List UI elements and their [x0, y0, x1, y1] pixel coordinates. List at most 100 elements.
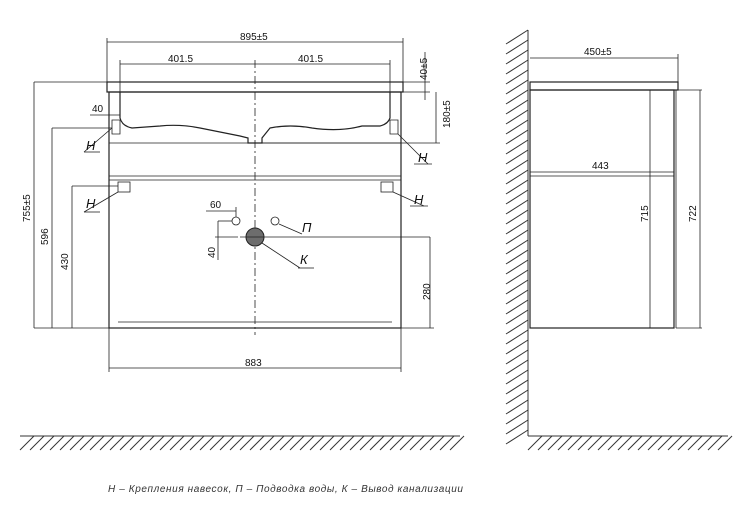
hatch-line: [505, 269, 529, 285]
hatch-line: [505, 149, 529, 165]
hatch-line: [505, 239, 529, 255]
hatch-line: [169, 435, 185, 451]
hatch-line: [505, 289, 529, 305]
hatch-line: [505, 389, 529, 405]
hatch-line: [505, 379, 529, 395]
hatch-line: [505, 129, 529, 145]
hatch-line: [505, 299, 529, 315]
hatch-line: [409, 435, 425, 451]
hatch-line: [707, 435, 723, 451]
hatch-line: [527, 435, 543, 451]
hatch-line: [379, 435, 395, 451]
dim-body-width: 883: [245, 358, 262, 369]
hatch-line: [687, 435, 703, 451]
hatch-line: [29, 435, 45, 451]
hatch-line: [139, 435, 155, 451]
hatch-line: [505, 429, 529, 445]
hatch-line: [505, 279, 529, 295]
hatch-line: [505, 179, 529, 195]
hatch-line: [505, 49, 529, 65]
hatch-line: [39, 435, 55, 451]
hatch-line: [617, 435, 633, 451]
hatch-line: [129, 435, 145, 451]
hatch-line: [449, 435, 465, 451]
front-view: 895±5 401.5 401.5 40±5 180±5 40 755±5 59…: [19, 32, 465, 451]
hatch-line: [289, 435, 305, 451]
hatch-line: [505, 109, 529, 125]
hatch-line: [389, 435, 405, 451]
dim-basin-left: 401.5: [168, 54, 193, 65]
hatch-line: [249, 435, 265, 451]
hatch-line: [505, 39, 529, 55]
hatch-line: [505, 399, 529, 415]
drain-label: К: [300, 252, 309, 267]
hatch-line: [505, 69, 529, 85]
hatch-line: [319, 435, 335, 451]
hatch-line: [99, 435, 115, 451]
hanger-label-1: Н: [86, 138, 96, 153]
hatch-line: [567, 435, 583, 451]
hatch-line: [279, 435, 295, 451]
hatch-line: [179, 435, 195, 451]
hanger-label-3: Н: [418, 150, 428, 165]
hatch-line: [89, 435, 105, 451]
dim-top-thickness: 40±5: [419, 57, 430, 80]
hatch-line: [505, 139, 529, 155]
hatch-line: [299, 435, 315, 451]
hatch-line: [329, 435, 345, 451]
hatch-line: [505, 259, 529, 275]
hatch-line: [505, 419, 529, 435]
hatch-line: [597, 435, 613, 451]
hatch-line: [587, 435, 603, 451]
hatch-line: [505, 59, 529, 75]
legend-text: Н – Крепления навесок, П – Подводка воды…: [108, 484, 464, 495]
hatch-line: [505, 209, 529, 225]
hatch-line: [209, 435, 225, 451]
hatch-line: [577, 435, 593, 451]
hatch-line: [119, 435, 135, 451]
hatch-line: [439, 435, 455, 451]
hatch-line: [505, 339, 529, 355]
hatch-line: [239, 435, 255, 451]
hatch-line: [657, 435, 673, 451]
dim-height-722: 722: [688, 205, 699, 222]
hatch-line: [505, 29, 529, 45]
hatch-line: [505, 319, 529, 335]
hatch-line: [677, 435, 693, 451]
hatch-line: [79, 435, 95, 451]
side-view: 450±5 443 715 722: [505, 29, 733, 451]
hatch-line: [607, 435, 623, 451]
hatch-line: [505, 79, 529, 95]
hatch-line: [627, 435, 643, 451]
hatch-line: [349, 435, 365, 451]
hatch-line: [505, 249, 529, 265]
hatch-line: [369, 435, 385, 451]
hatch-line: [149, 435, 165, 451]
hatch-line: [199, 435, 215, 451]
dim-pipe-spacing: 60: [210, 200, 222, 211]
dim-height-715: 715: [640, 205, 651, 222]
hatch-line: [505, 119, 529, 135]
hatch-line: [219, 435, 235, 451]
hatch-line: [269, 435, 285, 451]
dim-basin-right: 401.5: [298, 54, 323, 65]
dim-pipe-offset: 40: [207, 246, 218, 258]
hatch-line: [505, 229, 529, 245]
water-label: П: [302, 220, 312, 235]
hatch-line: [399, 435, 415, 451]
hatch-line: [647, 435, 663, 451]
hatch-line: [505, 309, 529, 325]
dim-height-596: 596: [40, 228, 51, 245]
dim-height-430: 430: [60, 253, 71, 270]
hanger-label-4: Н: [414, 192, 424, 207]
hatch-line: [309, 435, 325, 451]
hatch-line: [557, 435, 573, 451]
hatch-line: [505, 359, 529, 375]
hatch-line: [717, 435, 733, 451]
dim-overall-width: 895±5: [240, 32, 268, 43]
dim-total-height: 755±5: [22, 194, 33, 222]
hatch-line: [537, 435, 553, 451]
hatch-line: [359, 435, 375, 451]
hatch-line: [547, 435, 563, 451]
